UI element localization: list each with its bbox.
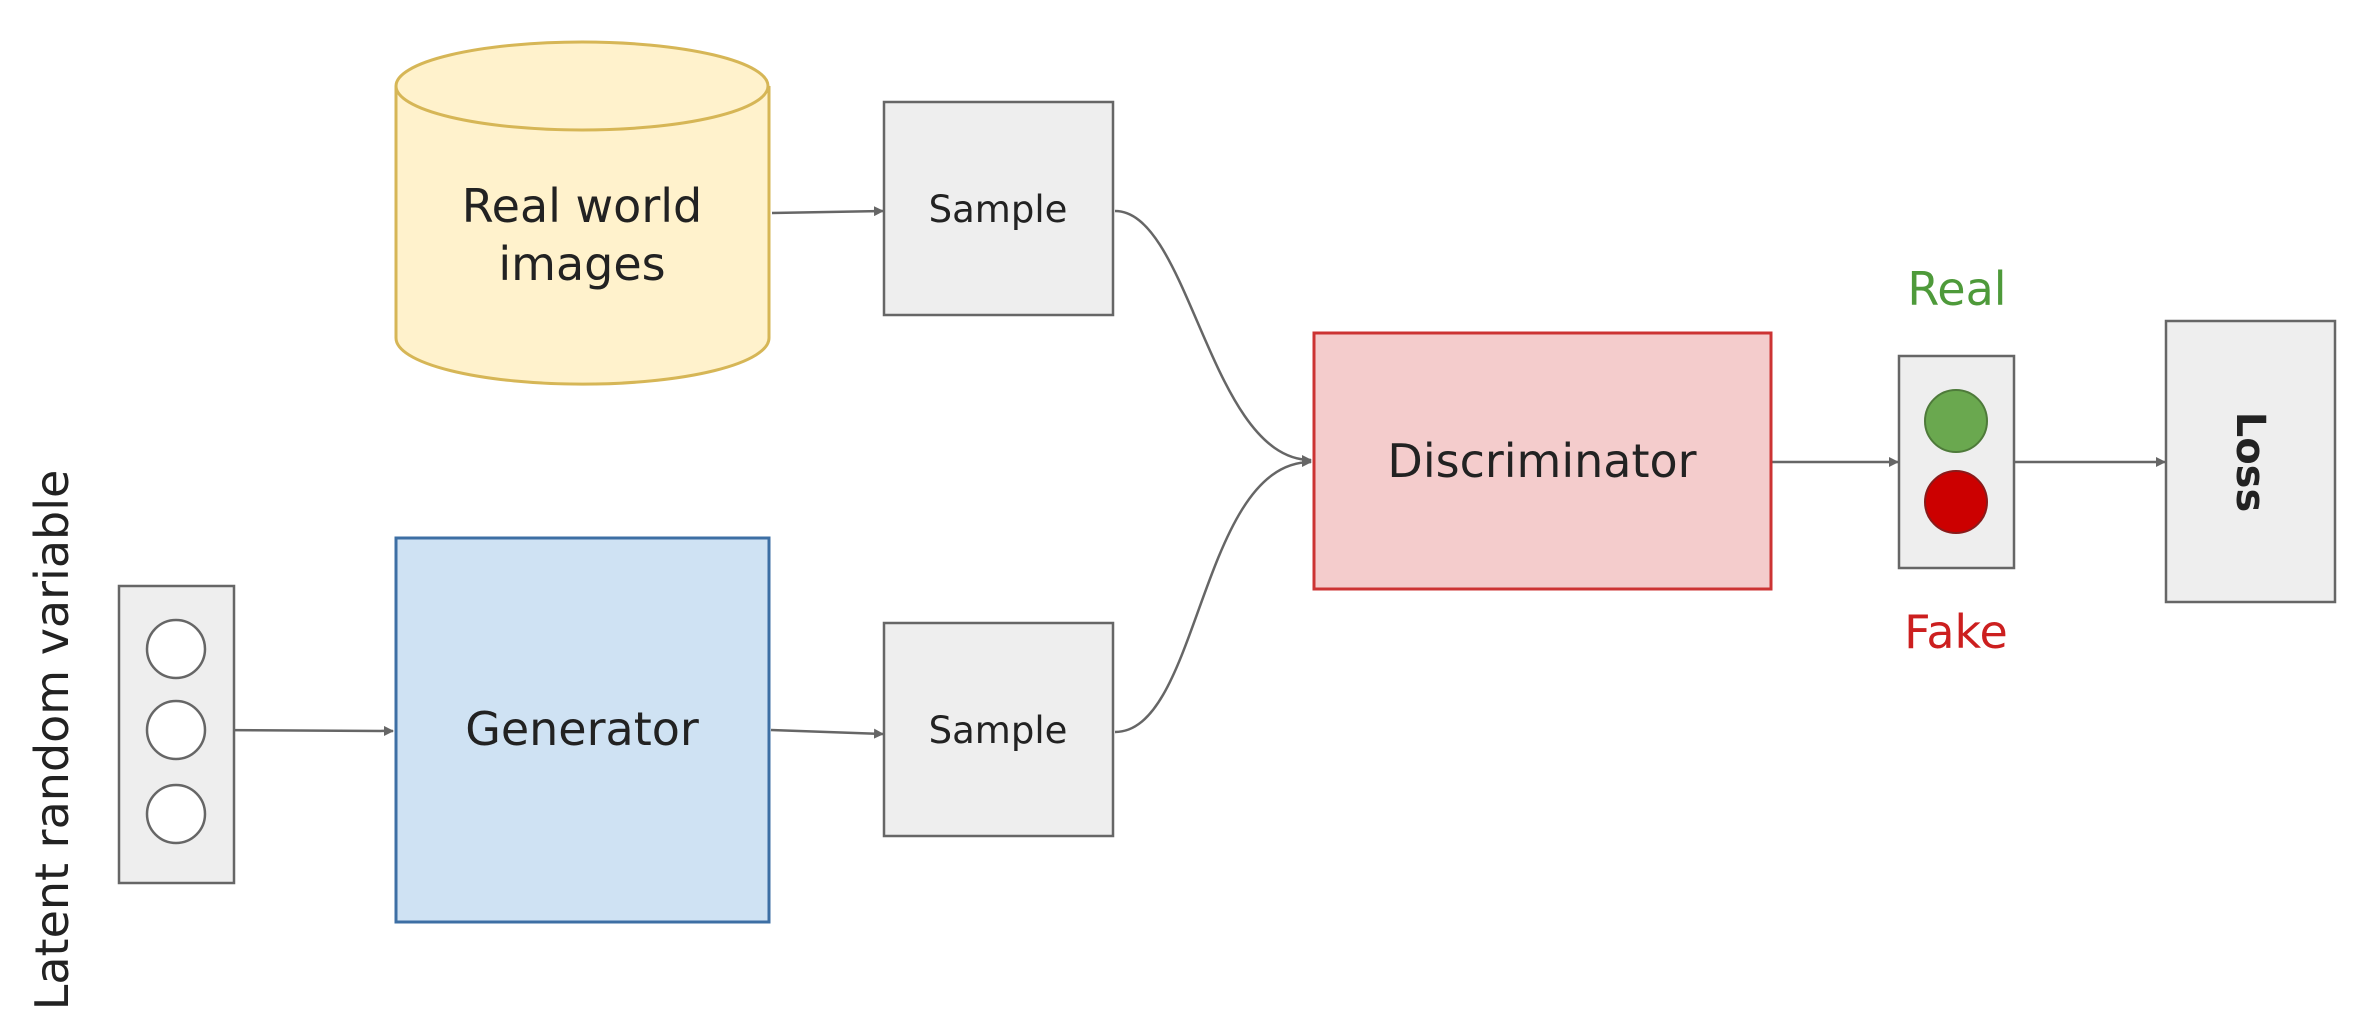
- latent-label: Latent random variable: [25, 470, 79, 1011]
- edge-generator-to-sample: [770, 728, 884, 739]
- sample-fake-box: Sample: [882, 621, 1115, 838]
- real-label: Real: [1907, 262, 2006, 316]
- generator-rect: [394, 536, 771, 924]
- latent-node-2: [145, 699, 207, 761]
- real-world-images-database: Real world images: [394, 40, 771, 386]
- generator-label: Generator: [465, 702, 699, 756]
- discriminator-label: Discriminator: [1387, 434, 1696, 488]
- fake-label: Fake: [1904, 605, 2008, 659]
- cylinder-body: [394, 86, 771, 386]
- decision-rect: [1897, 354, 2016, 570]
- edge-sample-to-discriminator-fake: [1114, 457, 1312, 734]
- edges: [205, 206, 2166, 739]
- cylinder-top: [394, 40, 770, 132]
- loss-box: Loss: [2164, 319, 2337, 604]
- generator-box: Generator: [394, 536, 771, 924]
- loss-rect: [2164, 319, 2337, 604]
- sample-real-box: Sample: [882, 100, 1115, 317]
- real-images-label-line1: Real world: [462, 179, 702, 233]
- latent-variable-box: Latent random variable: [25, 470, 236, 1011]
- real-light-icon: [1924, 389, 1988, 453]
- edge-latent-to-generator: [205, 725, 394, 736]
- edge-sample-to-discriminator: [1114, 209, 1312, 465]
- discriminator-box: Discriminator: [1312, 331, 1773, 591]
- sample-fake-rect: [882, 621, 1115, 838]
- discriminator-rect: [1312, 331, 1773, 591]
- real-images-label-line2: images: [498, 237, 665, 291]
- latent-node-3: [145, 783, 207, 845]
- latent-node-1: [145, 618, 207, 680]
- sample-fake-label: Sample: [929, 709, 1068, 752]
- loss-label: Loss: [2227, 412, 2273, 513]
- sample-real-label: Sample: [929, 188, 1068, 231]
- sample-real-rect: [882, 100, 1115, 317]
- edge-real-images-to-sample: [771, 206, 884, 217]
- fake-light-icon: [1924, 470, 1988, 534]
- decision-indicator: Real Fake: [1897, 262, 2016, 659]
